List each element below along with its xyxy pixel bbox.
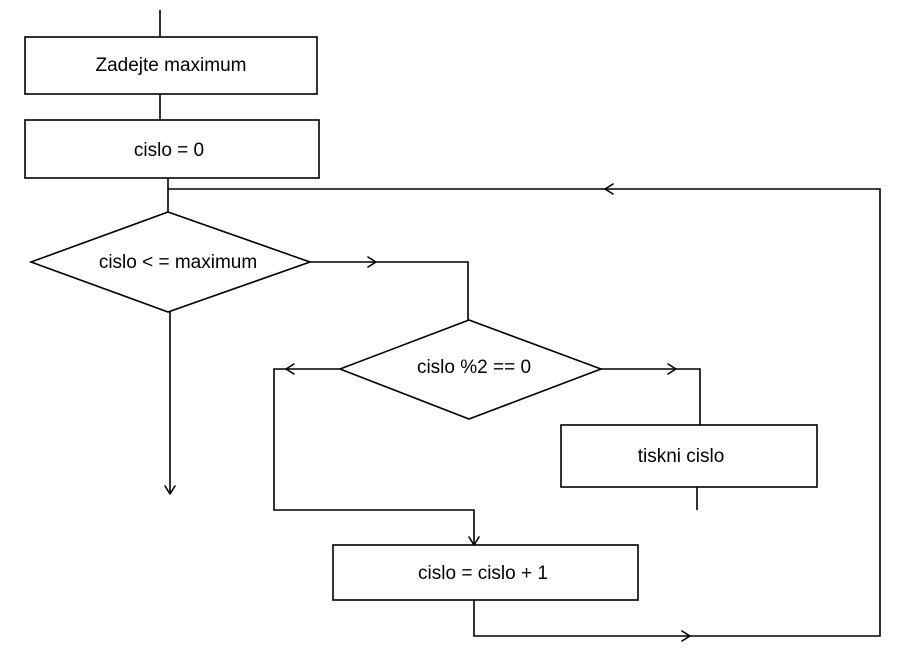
node-loop-condition: cislo < = maximum — [28, 211, 313, 313]
node-print: tiskni cislo — [560, 424, 818, 488]
connectors — [159, 10, 881, 637]
node-input-max: Zadejte maximum — [24, 36, 318, 95]
arrowhead-right-icon — [667, 363, 677, 375]
node-label: cislo %2 == 0 — [417, 357, 531, 378]
node-label: cislo = 0 — [134, 140, 204, 161]
edge-loop-cond-to-even-cond — [310, 261, 469, 320]
arrowheads — [164, 183, 691, 642]
node-label: Zadejte maximum — [96, 55, 247, 76]
edge-even-cond-left-branch — [273, 368, 475, 545]
node-label: tiskni cislo — [638, 446, 725, 467]
arrowhead-right-icon — [681, 630, 691, 642]
arrowhead-left-icon — [285, 363, 295, 375]
process-box — [24, 119, 320, 179]
node-label: cislo < = maximum — [99, 252, 257, 273]
node-increment: cislo = cislo + 1 — [332, 544, 639, 601]
process-box — [560, 424, 818, 488]
arrowhead-down-icon — [164, 485, 176, 495]
edge-even-cond-to-print — [601, 368, 701, 425]
node-init: cislo = 0 — [24, 119, 320, 179]
process-box — [24, 36, 318, 95]
process-box — [332, 544, 639, 601]
arrowhead-left-icon — [604, 183, 614, 195]
node-even-condition: cislo %2 == 0 — [337, 319, 604, 420]
decision-diamond — [28, 211, 313, 313]
decision-diamond — [337, 319, 604, 420]
node-label: cislo = cislo + 1 — [418, 563, 548, 584]
edge-increment-loop-back — [168, 188, 881, 637]
arrowhead-right-icon — [367, 256, 377, 268]
